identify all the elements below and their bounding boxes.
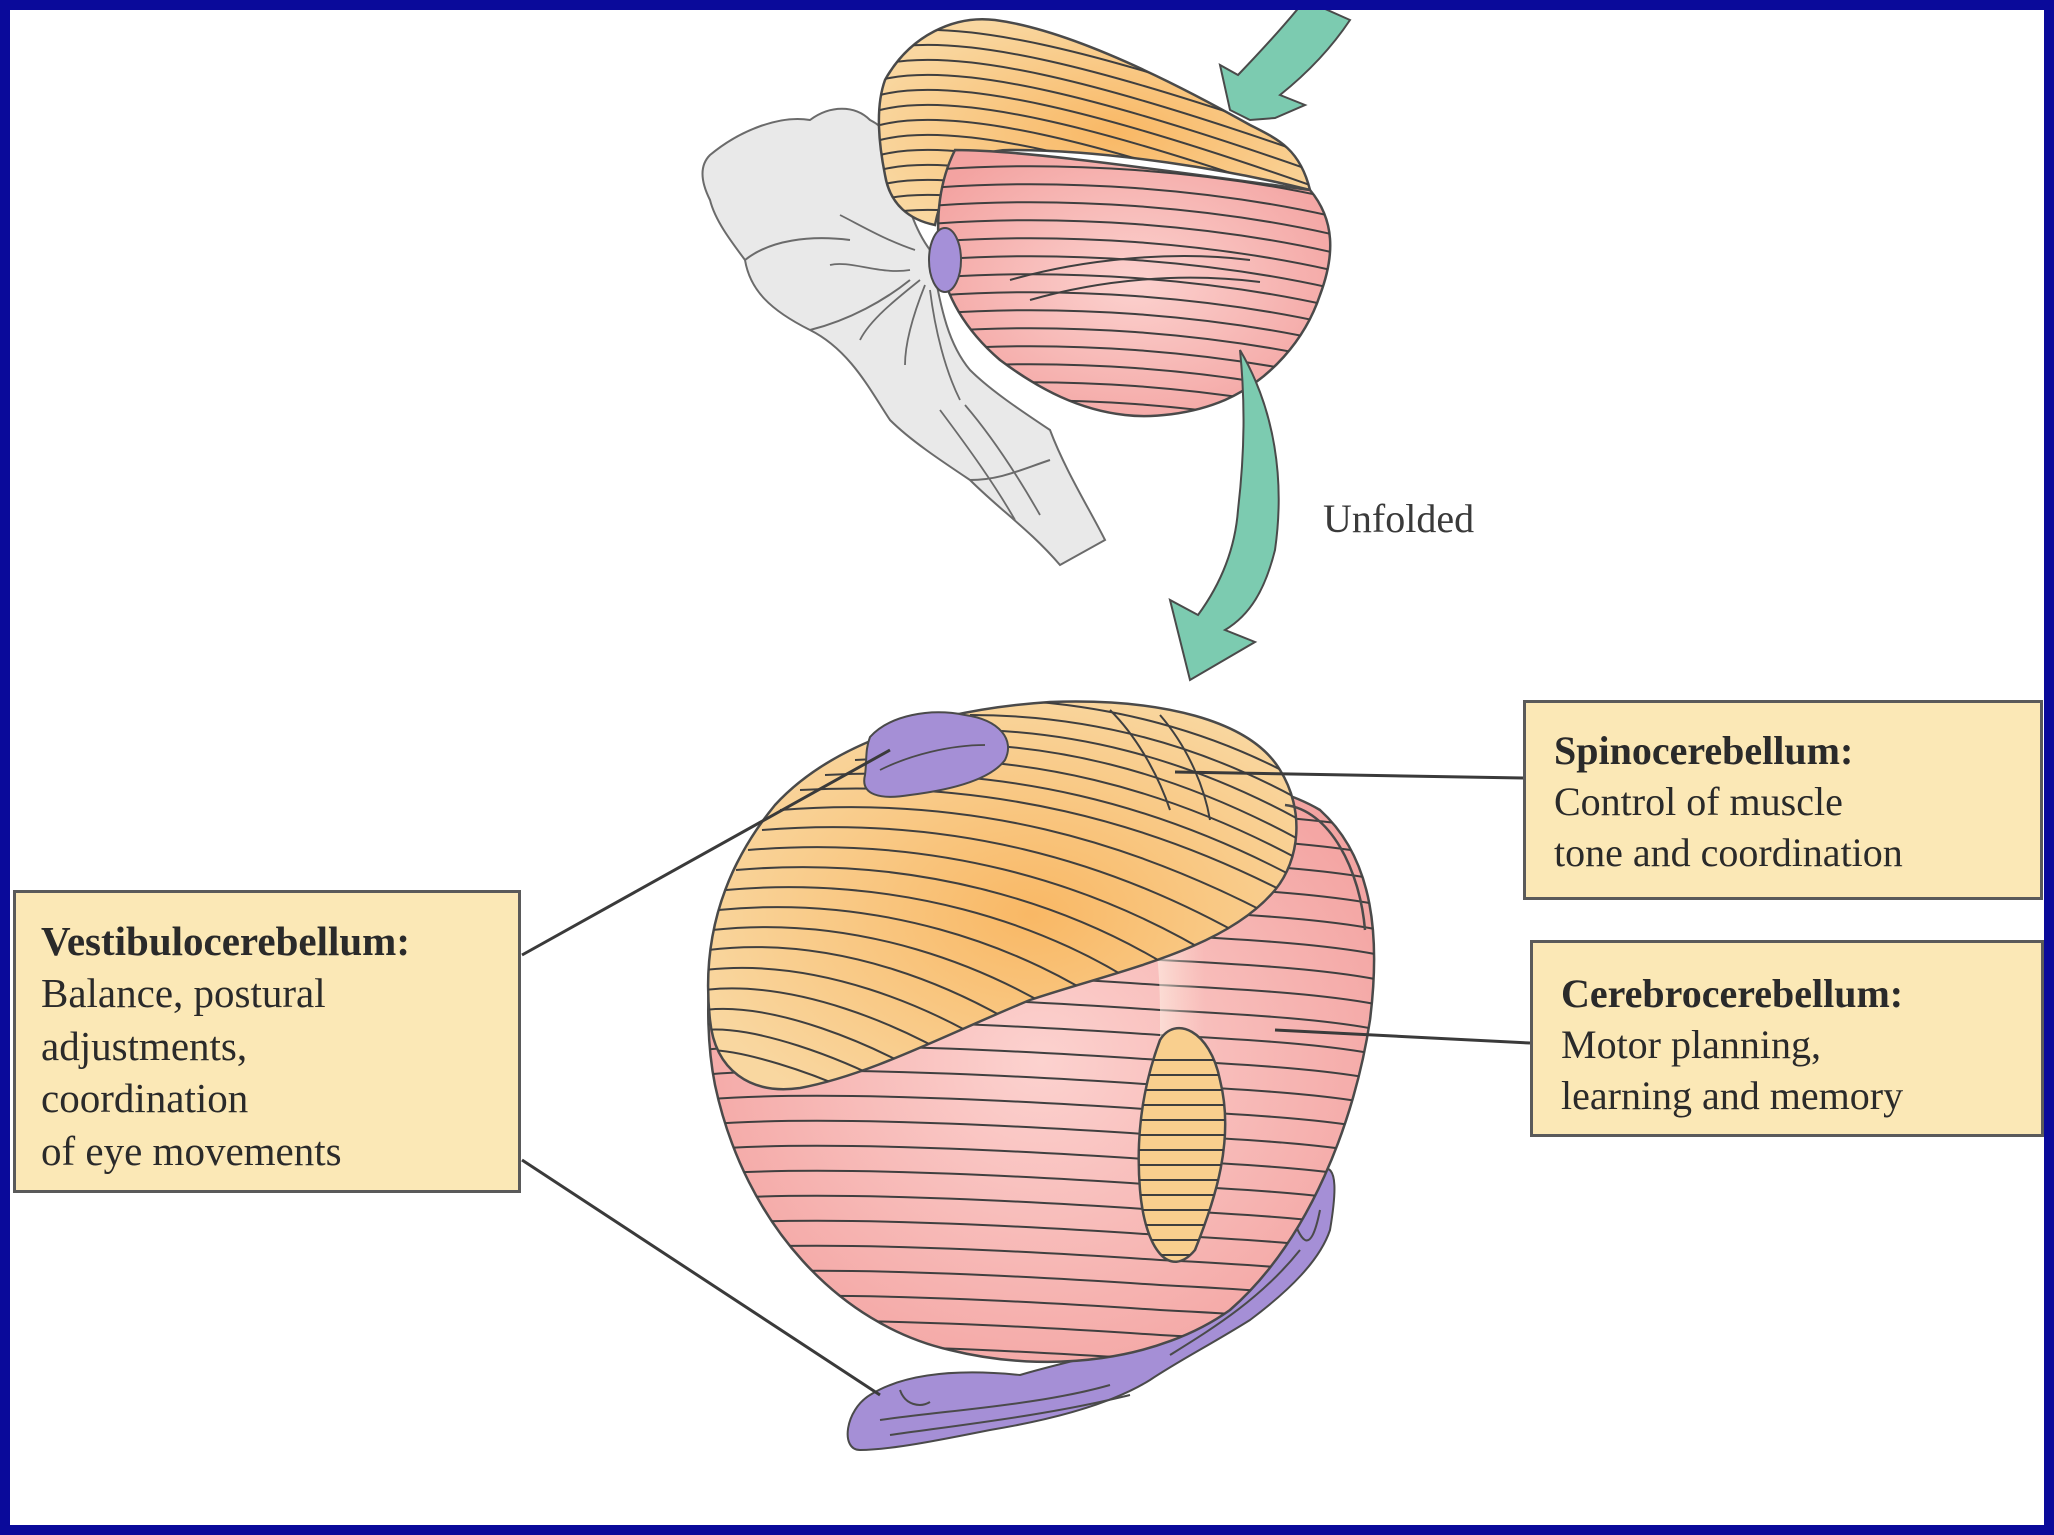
unfolded-cerebellum <box>706 700 1376 1452</box>
cerebrocerebellum-description: Motor planning, learning and memory <box>1561 1022 1904 1119</box>
leader-line-cerebro <box>1274 1028 1531 1045</box>
cerebrocerebellum-label-box: Cerebrocerebellum: Motor planning, learn… <box>1530 940 2044 1137</box>
unfold-arrow <box>1168 349 1280 682</box>
spinocerebellum-label-box: Spinocerebellum: Control of muscle tone … <box>1523 700 2043 900</box>
figure-canvas: Unfolded Vestibulocerebellum: Balance, p… <box>10 10 2044 1525</box>
leader-line-spino <box>1174 770 1524 780</box>
vestibulocerebellum-title: Vestibulocerebellum: <box>41 918 410 964</box>
arrow-top <box>1218 10 1352 122</box>
vestibulocerebellum-top <box>863 711 1010 798</box>
leader-line-vestibulo-top <box>521 748 891 957</box>
cerebellum-diagram <box>521 10 1531 1452</box>
spinocerebellum-vermis-lobe <box>1137 1027 1227 1263</box>
leader-line-vestibulo-bottom <box>521 1158 881 1397</box>
vestibulocerebellum-folded <box>928 227 962 293</box>
cerebrocerebellum-title: Cerebrocerebellum: <box>1561 971 1904 1016</box>
vestibulocerebellum-description: Balance, postural adjustments, coordinat… <box>41 970 342 1174</box>
vestibulocerebellum-label-box: Vestibulocerebellum: Balance, postural a… <box>13 890 521 1193</box>
spinocerebellum-description: Control of muscle tone and coordination <box>1554 779 1903 876</box>
unfolded-label: Unfolded <box>1323 496 1475 541</box>
spinocerebellum-title: Spinocerebellum: <box>1554 728 1854 773</box>
folded-cerebellum <box>701 18 1332 567</box>
cerebrocerebellum-folded <box>936 148 1332 418</box>
